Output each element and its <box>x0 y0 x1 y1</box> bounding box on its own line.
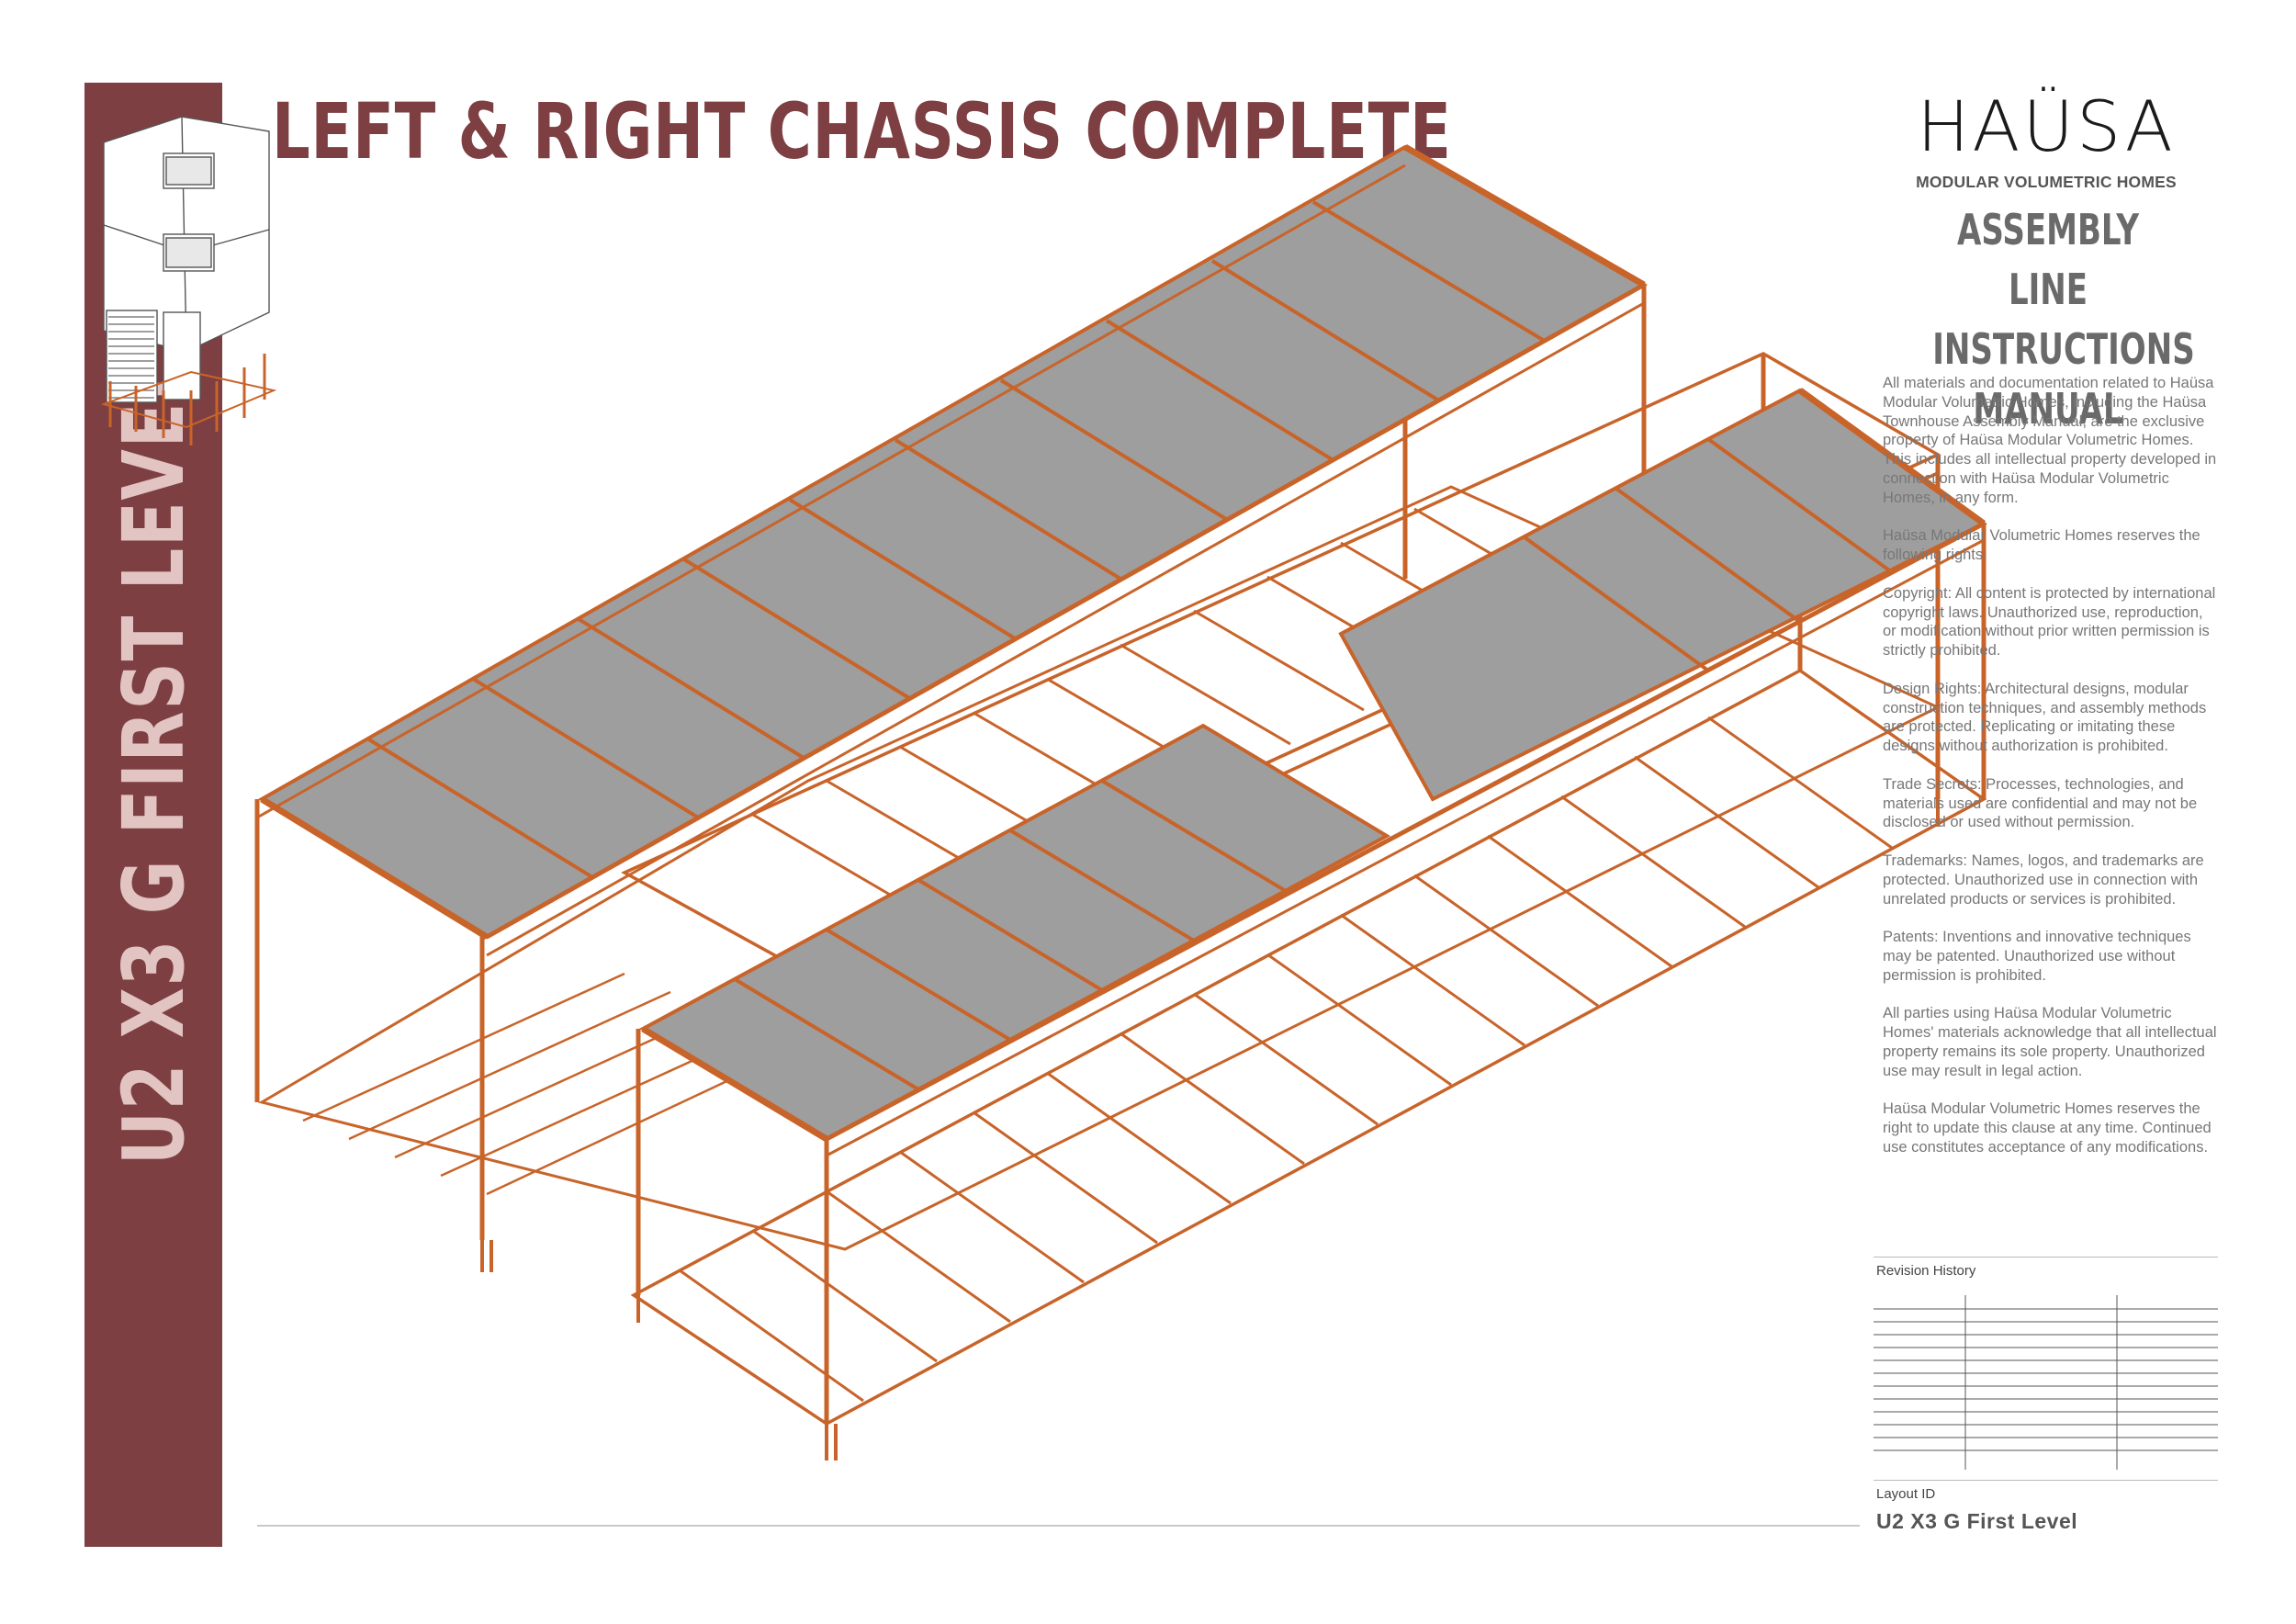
module-c-deck-seams <box>733 437 1894 1091</box>
manual-line-2: INSTRUCTIONS <box>1932 324 2195 374</box>
revision-label: Revision History <box>1876 1263 1976 1279</box>
manual-title: ASSEMBLY LINE INSTRUCTIONS MANUAL <box>1892 200 2204 439</box>
page-title: LEFT & RIGHT CHASSIS COMPLETE <box>272 86 1452 176</box>
module-a-deck-seams <box>366 200 1545 879</box>
manual-line-1: ASSEMBLY LINE <box>1957 205 2139 314</box>
legal-paragraph: Haüsa Modular Volumetric Homes reserves … <box>1883 1100 2212 1156</box>
brand-tagline: MODULAR VOLUMETRIC HOMES <box>1916 173 2177 191</box>
legal-paragraph: Copyright: All content is protected by i… <box>1883 584 2216 660</box>
feet <box>480 799 1940 1460</box>
legal-paragraph: Patents: Inventions and innovative techn… <box>1883 929 2191 984</box>
bottom-rule <box>257 1525 1860 1527</box>
chassis-drawing <box>254 143 1987 1460</box>
revision-table <box>1874 1295 2218 1470</box>
legal-paragraph: Trademarks: Names, logos, and trademarks… <box>1883 851 2204 908</box>
layout-divider <box>1874 1480 2218 1481</box>
legal-paragraph: Trade Secrets: Processes, technologies, … <box>1883 775 2198 831</box>
legal-paragraph: Design Rights: Architectural designs, mo… <box>1883 680 2207 755</box>
legal-paragraph: All materials and documentation related … <box>1883 375 2217 506</box>
module-a-joists <box>302 972 800 1196</box>
layout-id-label: Layout ID <box>1876 1486 1936 1502</box>
brand-logo: HAÜSA <box>1917 85 2176 167</box>
module-c-joists <box>679 716 1893 1403</box>
manual-line-3: MANUAL <box>1973 384 2123 434</box>
layout-id-value: U2 X3 G First Level <box>1876 1509 2078 1533</box>
townhouse-thumbnail <box>100 116 277 445</box>
legal-notice: All materials and documentation related … <box>1883 374 2218 1176</box>
legal-paragraph: All parties using Haüsa Modular Volumetr… <box>1883 1005 2217 1079</box>
legal-paragraph: Haüsa Modular Volumetric Homes reserves … <box>1883 527 2200 564</box>
module-a-deck <box>256 143 1649 957</box>
